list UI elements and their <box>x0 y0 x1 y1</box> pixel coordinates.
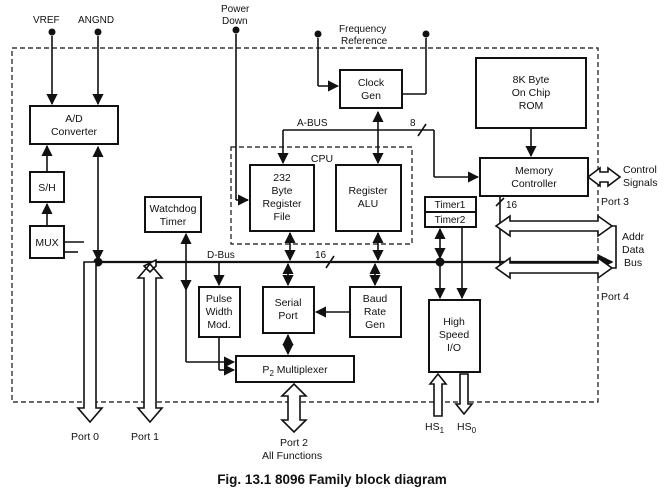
hs1-arrow <box>428 372 448 417</box>
freq-ref-pin-right <box>422 30 430 38</box>
p2-suffix: Multiplexer <box>274 364 328 376</box>
hs1-label: HS1 <box>425 421 445 435</box>
vref-pin <box>48 28 56 36</box>
timer2-label: Timer2 <box>435 215 466 226</box>
watchdog-label-1: Watchdog <box>150 203 197 215</box>
pwm-label-3: Mod. <box>207 319 230 331</box>
hs0-label: HS0 <box>457 421 477 435</box>
port3-label: Port 3 <box>601 196 629 208</box>
hsio-block <box>428 299 481 373</box>
control-label-2: Signals <box>623 177 657 189</box>
control-signals-arrow <box>586 166 622 188</box>
power-down-label-1: Power <box>221 4 250 15</box>
hs0-arrow <box>454 373 474 416</box>
dbus-width-slash <box>325 255 335 269</box>
sample-hold-label: S/H <box>38 182 56 194</box>
serial-port-label-2: Port <box>278 310 297 322</box>
p2-sub: 2 <box>269 369 274 378</box>
ad-converter-label-2: Converter <box>51 126 98 138</box>
baud-label-3: Gen <box>365 319 385 331</box>
ad-converter-label-1: A/D <box>65 113 83 125</box>
baud-label-2: Rate <box>364 306 386 318</box>
pwm-label-1: Pulse <box>206 293 232 305</box>
hsio-label-1: High <box>443 316 465 328</box>
baud-label-1: Baud <box>363 293 388 305</box>
memory-controller-label-2: Controller <box>511 178 557 190</box>
serial-port-block <box>262 286 315 334</box>
port4-label: Port 4 <box>601 291 629 303</box>
abus-width-slash <box>417 123 427 137</box>
serial-port-label-1: Serial <box>275 297 302 309</box>
port3-arrow <box>494 214 614 238</box>
addr-label-2: Data <box>622 244 644 256</box>
addr-label-3: Bus <box>624 257 642 269</box>
port1-arrow <box>136 258 164 424</box>
clock-gen-label-1: Clock <box>358 77 385 89</box>
port-width-label: 16 <box>506 200 518 211</box>
port0-label: Port 0 <box>71 431 99 443</box>
rom-label-2: On Chip <box>512 87 551 99</box>
cpu-boundary <box>230 146 413 245</box>
register-alu-block <box>335 164 402 232</box>
register-file-label-4: File <box>274 211 291 223</box>
ad-converter-block <box>29 105 119 145</box>
sample-hold-block <box>29 171 65 203</box>
rom-label-1: 8K Byte <box>513 74 550 86</box>
frequency-label: Frequency <box>339 24 386 35</box>
p2-prefix: P <box>262 364 269 376</box>
register-file-label-2: Byte <box>271 185 292 197</box>
port0-arrow <box>76 261 104 424</box>
abus-label: A-BUS <box>297 118 328 129</box>
port-width-slash <box>495 197 505 207</box>
power-down-pin <box>232 26 240 34</box>
hs0-prefix: HS <box>457 421 472 433</box>
abus-width-label: 8 <box>410 118 416 129</box>
clock-gen-label-2: Gen <box>361 90 381 102</box>
dbus-label: D-Bus <box>207 250 235 261</box>
control-label-1: Control <box>623 164 657 176</box>
memory-controller-block <box>479 157 589 197</box>
watchdog-label-2: Timer <box>160 216 187 228</box>
port2-label-2: All Functions <box>262 450 322 462</box>
dbus-node-right <box>435 257 445 267</box>
watchdog-timer-block <box>144 196 202 233</box>
port1-label: Port 1 <box>131 431 159 443</box>
angnd-label: ANGND <box>78 15 114 26</box>
baud-rate-gen-block <box>349 286 402 338</box>
angnd-pin <box>94 28 102 36</box>
mux-label: MUX <box>35 237 58 249</box>
addr-label-1: Addr <box>622 231 645 243</box>
power-down-label-2: Down <box>222 16 248 27</box>
addr-data-bracket <box>612 225 617 269</box>
cpu-label: CPU <box>311 153 333 165</box>
hsio-label-3: I/O <box>447 342 461 354</box>
pwm-label-2: Width <box>206 306 233 318</box>
register-alu-label-2: ALU <box>358 198 378 210</box>
pulse-width-mod-block <box>198 286 241 338</box>
freq-ref-pin-left <box>314 30 322 38</box>
p2-multiplexer-block <box>235 355 355 383</box>
dbus-width-label: 16 <box>315 250 327 261</box>
register-file-label-1: 232 <box>273 172 291 184</box>
vref-label: VREF <box>33 15 60 26</box>
rom-label-3: ROM <box>519 100 544 112</box>
figure-caption: Fig. 13.1 8096 Family block diagram <box>217 472 447 487</box>
hs0-sub: 0 <box>472 426 477 435</box>
reference-label: Reference <box>341 36 388 47</box>
hsio-label-2: Speed <box>439 329 470 341</box>
register-alu-label-1: Register <box>348 185 388 197</box>
clock-gen-block <box>339 69 403 109</box>
port2-label-1: Port 2 <box>280 437 308 449</box>
hs1-prefix: HS <box>425 421 440 433</box>
port2-arrow <box>280 382 308 434</box>
p2-multiplexer-label: P2 Multiplexer <box>262 364 328 378</box>
memory-controller-label-1: Memory <box>515 165 554 177</box>
timer2-block <box>424 211 477 228</box>
hs1-sub: 1 <box>440 426 445 435</box>
timer1-label: Timer1 <box>435 200 466 211</box>
register-file-label-3: Register <box>262 198 302 210</box>
rom-block <box>475 57 587 129</box>
register-file-block <box>249 164 315 232</box>
